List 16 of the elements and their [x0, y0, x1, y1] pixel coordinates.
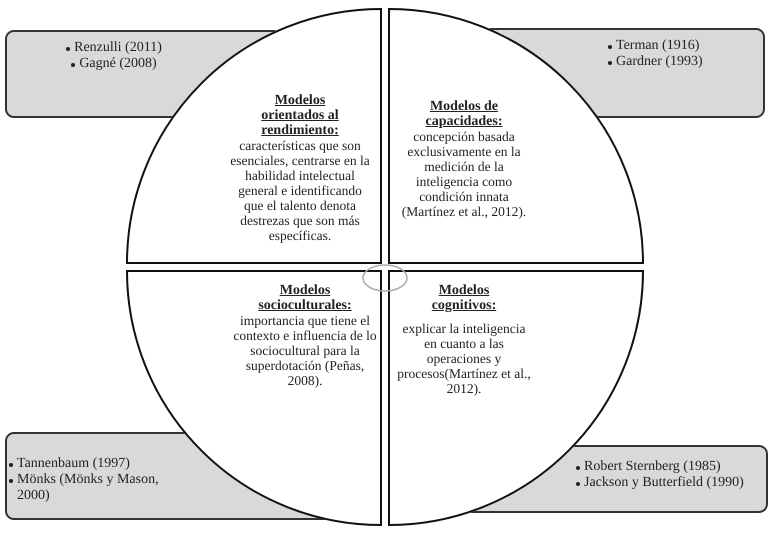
model-heading: Modelos de capacidades: [424, 99, 504, 129]
reference-text: Mönks (Mönks y Mason, 2000) [17, 472, 160, 504]
reference-text: Renzulli (2011) [74, 40, 162, 56]
reference-text: Robert Sternberg (1985) [584, 459, 721, 475]
reference-text: Jackson y Butterfield (1990) [584, 475, 744, 491]
model-heading: Modelos orientados al rendimiento: [260, 93, 340, 138]
model-description: explicar la inteligencia en cuanto a las operaciones y procesos(Martínez et al., 2012). [396, 321, 532, 396]
reference-text: Gagné (2008) [79, 56, 157, 72]
reference-text: Gardner (1993) [616, 54, 703, 70]
model-heading: Modelos socioculturales: [257, 283, 353, 313]
model-description: concepción basada exclusivamente en la medición de la inteligencia como condición innata (Martínez et al., 2012). [400, 129, 528, 219]
reference-text: Terman (1916) [616, 38, 700, 54]
reference-text: Tannenbaum (1997) [17, 456, 130, 472]
model-heading: Modelos cognitivos: [430, 283, 498, 313]
model-description: características que son esenciales, centrarse en la habilidad intelectual general e identificando que el talento denota destrezas que son más específicas. [229, 138, 371, 243]
model-description: importancia que tiene el contexto e influencia de lo sociocultural para la superdotación (Peñas, 2008). [232, 313, 378, 388]
